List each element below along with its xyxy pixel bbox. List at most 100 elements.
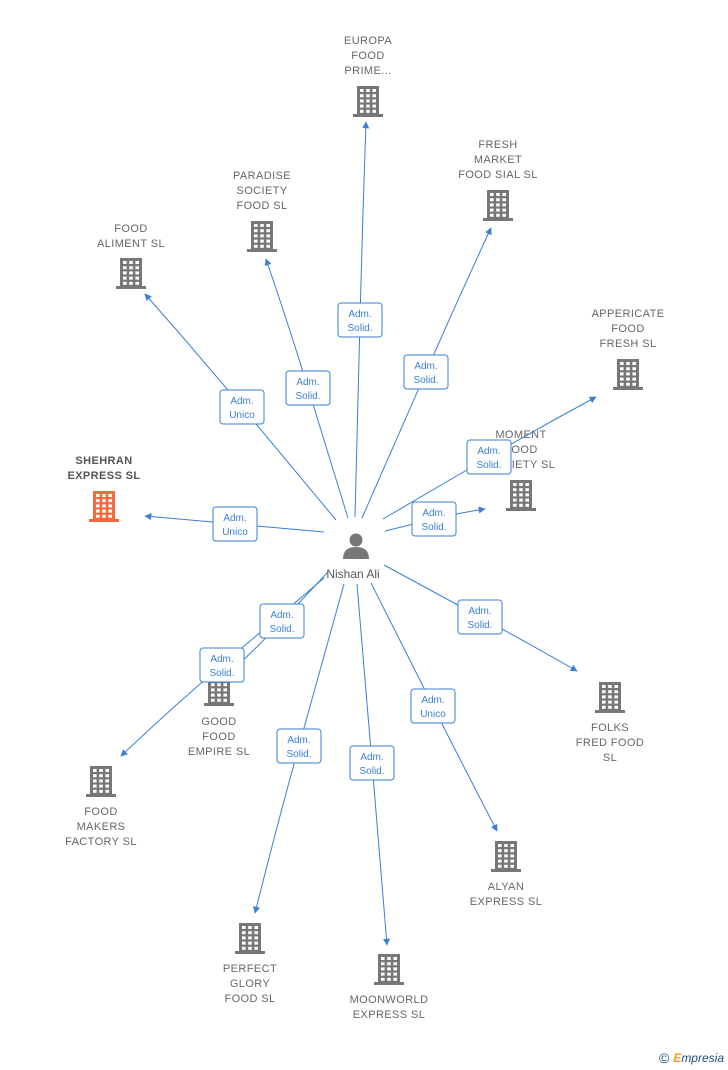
- role-badge-text: Adm.: [296, 377, 319, 388]
- role-badge-text: Adm.: [422, 508, 445, 519]
- role-badge-shehran[interactable]: Adm. Unico: [212, 506, 258, 542]
- company-name-line: FRED FOOD: [576, 737, 644, 749]
- role-badge-text: Adm.: [223, 513, 246, 524]
- role-badge-folks[interactable]: Adm. Solid.: [457, 599, 503, 635]
- company-node-paradise[interactable]: PARADISE SOCIETY FOOD SL: [233, 170, 291, 252]
- company-name-line: SOCIETY: [236, 185, 287, 197]
- role-badge-text: Adm.: [468, 606, 491, 617]
- role-badge-moment[interactable]: Adm.Solid.: [411, 501, 457, 537]
- company-name-line: MOONWORLD: [350, 994, 429, 1006]
- role-badge-text: Adm.: [348, 309, 371, 320]
- role-badge-text: Adm.: [287, 735, 310, 746]
- person-name: Nishan Ali: [326, 567, 379, 581]
- role-badge-text: Adm.: [230, 396, 253, 407]
- role-badge-box: [457, 599, 503, 635]
- role-badge-text: Unico: [420, 709, 446, 720]
- company-name-line: FOOD: [84, 806, 117, 818]
- role-badge-fresh-market[interactable]: Adm. Solid.: [403, 354, 449, 390]
- company-name-line: FOOD SIAL SL: [458, 169, 538, 181]
- role-badge-box: [199, 647, 245, 683]
- role-badge-text: Solid.: [269, 624, 294, 635]
- role-badge-box: [259, 603, 305, 639]
- brand-initial: E: [673, 1051, 682, 1065]
- company-name-line: SL: [603, 752, 617, 764]
- company-name-line: EMPIRE SL: [188, 746, 250, 758]
- company-node-food-makers[interactable]: FOOD MAKERS FACTORY SL: [65, 766, 137, 848]
- company-name-line: APPERICATE: [592, 308, 665, 320]
- role-badge-box: [411, 501, 457, 537]
- role-badge-food-makers[interactable]: Adm.Solid.: [199, 647, 245, 683]
- company-name-line: FOOD: [114, 223, 147, 235]
- role-badge-text: Adm.: [270, 610, 293, 621]
- building-icon: [374, 954, 404, 985]
- company-node-food-aliment[interactable]: FOOD ALIMENT SL: [97, 223, 165, 289]
- building-icon: [483, 190, 513, 221]
- role-badge-text: Solid.: [413, 375, 438, 386]
- company-name-line: FOOD: [504, 444, 537, 456]
- role-badge-box: [337, 302, 383, 338]
- company-name-line: ALIMENT SL: [97, 238, 165, 250]
- building-icon: [491, 841, 521, 872]
- company-name-line: MAKERS: [77, 821, 126, 833]
- company-name-line: ALYAN: [488, 881, 524, 893]
- company-node-shehran[interactable]: SHEHRAN EXPRESS SL: [67, 455, 140, 522]
- building-icon: [613, 359, 643, 390]
- role-badge-moonworld[interactable]: Adm. Solid.: [349, 745, 395, 781]
- building-icon: [595, 682, 625, 713]
- company-node-europa[interactable]: EUROPAFOODPRIME...: [344, 35, 392, 117]
- company-name-line: EXPRESS SL: [470, 896, 542, 908]
- role-badge-appericate[interactable]: Adm.Solid.: [466, 439, 512, 475]
- role-badge-text: Solid.: [467, 620, 492, 631]
- role-badge-box: [276, 728, 322, 764]
- company-name-line: GLORY: [230, 978, 271, 990]
- role-badge-text: Unico: [222, 527, 248, 538]
- role-badge-text: Solid.: [295, 391, 320, 402]
- person-icon: [343, 533, 369, 559]
- company-name-line: EXPRESS SL: [67, 470, 140, 482]
- role-badge-text: Solid.: [209, 668, 234, 679]
- company-name-line: FOOD: [611, 323, 644, 335]
- role-badge-box: [410, 688, 456, 724]
- role-badge-text: Adm.: [360, 752, 383, 763]
- company-name-line: SHEHRAN: [75, 455, 132, 467]
- role-badge-food-aliment[interactable]: Adm.Unico: [219, 389, 265, 425]
- company-name-line: EXPRESS SL: [353, 1009, 425, 1021]
- role-badge-box: [466, 439, 512, 475]
- role-badge-paradise[interactable]: Adm. Solid.: [285, 370, 331, 406]
- company-name-line: FACTORY SL: [65, 836, 137, 848]
- building-icon: [235, 923, 265, 954]
- company-name-line: FOOD SL: [236, 200, 287, 212]
- company-name-line: PARADISE: [233, 170, 291, 182]
- building-icon: [86, 766, 116, 797]
- role-badge-box: [403, 354, 449, 390]
- company-node-moonworld[interactable]: MOONWORLD EXPRESS SL: [350, 954, 429, 1021]
- company-name-line: MARKET: [474, 154, 522, 166]
- role-badge-perfect[interactable]: Adm. Solid.: [276, 728, 322, 764]
- building-icon: [506, 480, 536, 511]
- role-badge-alyan[interactable]: Adm.Unico: [410, 688, 456, 724]
- company-name-line: PERFECT: [223, 963, 277, 975]
- company-name-line: FOOD: [351, 50, 384, 62]
- role-badge-text: Solid.: [359, 766, 384, 777]
- person-node[interactable]: Nishan Ali: [326, 533, 380, 582]
- building-icon: [353, 86, 383, 117]
- copyright-symbol: ©: [658, 1050, 670, 1066]
- building-icon: [116, 258, 146, 289]
- role-badge-europa[interactable]: Adm. Solid.: [337, 302, 383, 338]
- company-node-alyan[interactable]: ALYAN EXPRESS SL: [470, 841, 542, 908]
- brand-name: mpresia: [681, 1051, 724, 1065]
- role-badge-text: Solid.: [286, 749, 311, 760]
- role-badge-text: Adm.: [414, 361, 437, 372]
- role-badge-text: Solid.: [347, 323, 372, 334]
- role-badge-box: [349, 745, 395, 781]
- role-badge-good-food[interactable]: Adm. Solid.: [259, 603, 305, 639]
- company-name-line: PRIME...: [344, 65, 391, 77]
- company-name-line: MOMENT: [495, 429, 546, 441]
